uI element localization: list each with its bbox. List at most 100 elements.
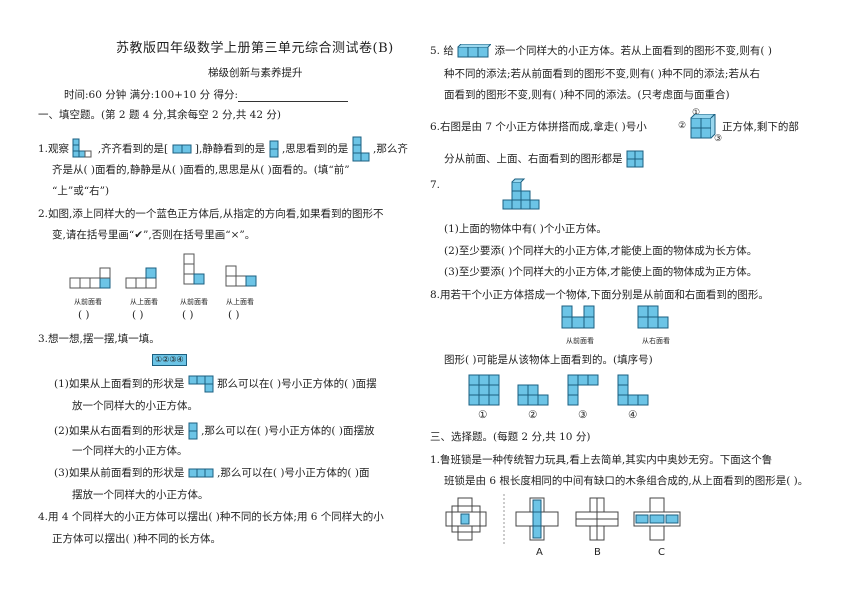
score-blank[interactable] (238, 91, 349, 102)
q1-text-a: 1.观察 (38, 143, 70, 155)
page-title: 苏教版四年级数学上册第三单元综合测试卷(B) (116, 41, 394, 56)
q7-s3: (3)至少要添( )个同样大的小正方体,才能使上面的物体成为正方体。 (444, 266, 758, 278)
q6-text-a: 6.右图是由 7 个小正方体拼搭而成,拿走( )号小 (430, 121, 647, 133)
q1-text-e: ,那么齐 (373, 143, 408, 155)
q2-answer-4[interactable]: ( ) (228, 309, 240, 321)
q1-view-sisi (352, 136, 370, 162)
q1-view-jingjing (269, 140, 279, 158)
q2-figure-1 (69, 267, 111, 289)
q8-views (561, 305, 669, 329)
q6-solid-figure (690, 114, 716, 139)
exam-info-text: 时间:60 分钟 满分:100+10 分 得分: (64, 89, 239, 101)
q2-figures (69, 253, 257, 289)
q8-option-4 (617, 374, 649, 406)
q8-option-3 (567, 374, 599, 406)
section3-heading: 三、选择题。(每题 2 分,共 10 分) (430, 431, 591, 443)
q3-s3-line2: 摆放一个同样大的小正方体。 (72, 489, 209, 501)
q6-answer-shape (626, 150, 644, 168)
q8-line1: 8.用若干个小正方体搭成一个物体,下面分别是从前面和右面看到的图形。 (430, 289, 769, 301)
q3-s3-shape (188, 468, 214, 478)
q4-line1: 4.用 4 个同样大的小正方体可以摆出( )种不同的长方体;用 6 个同样大的小 (38, 511, 384, 523)
q5-line3: 面看到的图形不变,则有( )种不同的添法。(只考虑面与面重合) (444, 89, 730, 101)
q6-mark-2: ② (678, 121, 687, 131)
q3-s3-line1: (3)如果从前面看到的形状是 ,那么可以在( )号小正方体的( )面 (54, 466, 369, 480)
q2-figure-4 (225, 265, 257, 287)
q8-opt-label-4: ④ (628, 409, 638, 421)
q2-label-2: 从上面看 (130, 298, 158, 306)
q3-s1-text-b: 那么可以在( )号小正方体的( )面摆 (217, 378, 377, 390)
exam-info: 时间:60 分钟 满分:100+10 分 得分: (64, 88, 349, 102)
q3-s2-shape (188, 422, 198, 440)
q8-label-front: 从前面看 (566, 337, 594, 345)
q6-text-b: 正方体,剩下的部 (722, 121, 799, 133)
option-c-figure (633, 497, 681, 541)
q8-right-view (637, 305, 669, 329)
q6-line1: 6.右图是由 7 个小正方体拼搭而成,拿走( )号小 (430, 120, 647, 134)
q7-s2: (2)至少要添( )个同样大的小正方体,才能使上面的物体成为长方体。 (444, 245, 758, 257)
section1-heading: 一、填空题。(第 2 题 4 分,其余每空 2 分,共 42 分) (38, 109, 281, 121)
q8-option-1 (468, 374, 500, 406)
q5-text-a: 5. 给 (430, 45, 454, 57)
q1-line3: “上”或“右”) (52, 185, 110, 197)
q3-s1-text-a: (1)如果从上面看到的形状是 (54, 378, 185, 390)
q8-line2: 图形( )可能是从该物体上面看到的。(填序号) (444, 354, 653, 366)
q2-figure-3 (183, 253, 205, 285)
option-b-figure (575, 497, 619, 541)
q5-text-b: 添一个同样大的小正方体。若从上面看到的图形不变,则有( ) (494, 45, 772, 57)
q3-s2-line2: 一个同样大的小正方体。 (72, 445, 188, 457)
q1-text-b: ,齐齐看到的是[ (97, 143, 169, 155)
q1-view-qiqi (172, 144, 191, 154)
option-a-figure (515, 497, 559, 541)
q3-s2-line1: (2)如果从右面看到的形状是 ,那么可以在( )号小正方体的( )面摆放 (54, 422, 374, 440)
q8-label-right: 从右面看 (642, 337, 670, 345)
q4-line2: 正方体可以摆出( )种不同的长方体。 (52, 533, 222, 545)
q6-line2-text: 分从前面、上面、右面看到的图形都是 (444, 153, 623, 165)
page-subtitle: 梯级创新与素养提升 (208, 67, 303, 79)
q2-answer-2[interactable]: ( ) (132, 309, 144, 321)
q8-option-2 (517, 384, 549, 406)
q6-mark-3: ③ (714, 134, 723, 144)
s3-q1-figures (445, 494, 681, 544)
option-a-label[interactable]: A (536, 547, 543, 558)
q1-solid-figure (72, 138, 92, 158)
q8-opt-label-3: ③ (578, 409, 588, 421)
s3-q1-line1: 1.鲁班锁是一种传统智力玩具,看上去简单,其实内中奥妙无穷。下面这个鲁 (430, 454, 773, 466)
q3-s3-text-a: (3)如果从前面看到的形状是 (54, 467, 185, 479)
q2-line1: 2.如图,添上同样大的一个蓝色正方体后,从指定的方向看,如果看到的图形不 (38, 208, 384, 220)
q2-line2: 变,请在括号里画“✔”,否则在括号里画“×”。 (52, 229, 256, 241)
q3-s1-shape (188, 375, 214, 393)
q6-line2: 分从前面、上面、右面看到的图形都是 (444, 150, 644, 168)
q1-line1: 1.观察 ,齐齐看到的是[ ],静静看到的是 ,思思看到的是 ,那么齐 (38, 136, 408, 162)
q2-label-4: 从上面看 (226, 298, 254, 306)
q3-s1-line1: (1)如果从上面看到的形状是 那么可以在( )号小正方体的( )面摆 (54, 375, 377, 393)
q8-options (468, 374, 649, 406)
q2-figure-2 (125, 267, 157, 289)
q2-label-3: 从前面看 (180, 298, 208, 306)
luban-lock-figure (445, 497, 487, 541)
q3-s3-text-b: ,那么可以在( )号小正方体的( )面 (217, 467, 370, 479)
q6-mark-1: ① (692, 108, 701, 118)
q1-line2: 齐是从( )面看的,静静是从( )面看的,思思是从( )面看的。(填“前” (52, 164, 350, 176)
q3-line1: 3.想一想,摆一摆,填一填。 (38, 333, 160, 345)
q3-s2-text-a: (2)如果从右面看到的形状是 (54, 425, 185, 437)
q3-s1-line2: 放一个同样大的小正方体。 (72, 400, 198, 412)
q2-answer-1[interactable]: ( ) (78, 309, 90, 321)
q7-s1: (1)上面的物体中有( )个小正方体。 (444, 223, 607, 235)
s3-q1-line2: 班锁是由 6 根长度相同的中间有缺口的木条组合成的,从上面看到的图形是( )。 (444, 475, 809, 487)
q7-solid-figure (502, 178, 540, 210)
q8-opt-label-1: ① (478, 409, 488, 421)
q8-front-view (561, 305, 595, 329)
q1-text-c: ],静静看到的是 (194, 143, 266, 155)
q5-solid-figure (457, 44, 492, 58)
option-b-label[interactable]: B (594, 547, 601, 558)
q2-label-1: 从前面看 (74, 298, 102, 306)
q5-line1: 5. 给 添一个同样大的小正方体。若从上面看到的图形不变,则有( ) (430, 44, 772, 58)
option-c-label[interactable]: C (658, 547, 665, 558)
q5-line2: 种不同的添法;若从前面看到的图形不变,则有( )种不同的添法;若从右 (444, 68, 760, 80)
q3-s2-text-b: ,那么可以在( )号小正方体的( )面摆放 (201, 425, 375, 437)
q3-numbered-cubes: ①②③④ (152, 354, 187, 366)
q2-answer-3[interactable]: ( ) (182, 309, 194, 321)
q7-number: 7. (430, 179, 441, 191)
q8-opt-label-2: ② (528, 409, 538, 421)
